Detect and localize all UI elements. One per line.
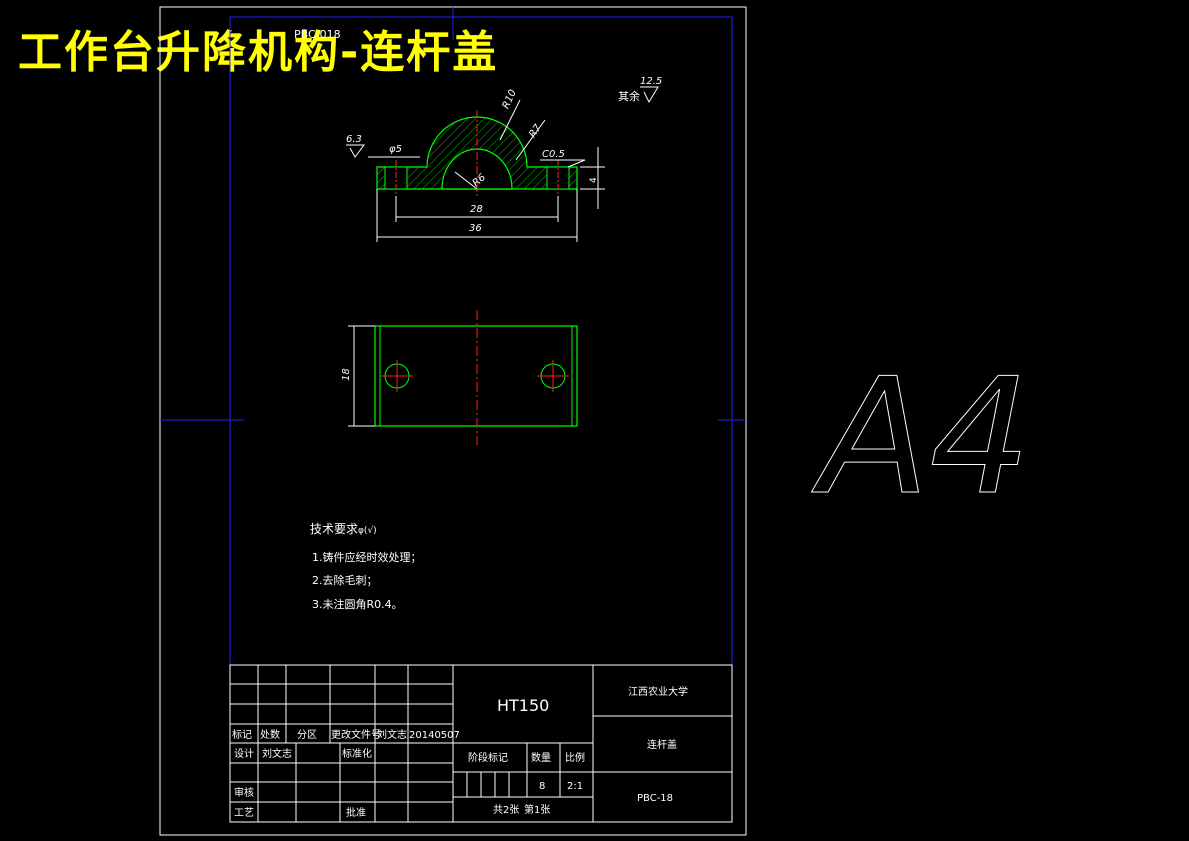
drawing-title-banner: 工作台升降机构-连杆盖 bbox=[18, 27, 499, 78]
tech-req-heading: 技术要求 bbox=[310, 522, 358, 536]
dim-thickness: 4 bbox=[589, 177, 599, 183]
quantity-label: 数量 bbox=[531, 751, 551, 764]
front-section-view: 6.3 φ5 R10 R7 R6 C0.5 4 28 36 bbox=[346, 88, 605, 242]
leader-chamfer bbox=[567, 159, 586, 168]
sheet-total: 共2张 bbox=[493, 804, 519, 816]
rev-col-zone: 分区 bbox=[297, 729, 317, 741]
material-label: HT150 bbox=[497, 696, 549, 715]
leader-r10 bbox=[499, 99, 521, 141]
rev-col-signer: 刘文志 bbox=[377, 728, 407, 741]
roughness-local-value: 6.3 bbox=[346, 134, 362, 145]
top-view: 18 bbox=[341, 310, 578, 445]
dim-overall-length: 36 bbox=[469, 223, 482, 234]
roughness-general-value: 12.5 bbox=[640, 76, 662, 87]
designer-name: 刘文志 bbox=[262, 747, 292, 760]
check-label: 审核 bbox=[234, 786, 254, 799]
sheet-code-top: PBC-018 bbox=[294, 28, 341, 41]
standardize-label: 标准化 bbox=[342, 747, 372, 760]
drawing-number: PBC-18 bbox=[637, 793, 673, 804]
sheet-number: 第1张 bbox=[524, 803, 550, 816]
tech-req-item: 1.铸件应经时效处理； bbox=[312, 550, 422, 564]
scale-label: 比例 bbox=[565, 751, 585, 764]
top-view-outline bbox=[374, 325, 578, 427]
leader-r6 bbox=[454, 171, 478, 190]
part-name: 连杆盖 bbox=[647, 738, 677, 751]
tech-req-item: 2.去除毛刺； bbox=[312, 573, 378, 587]
stage-mark-label: 阶段标记 bbox=[468, 751, 508, 764]
school-name: 江西农业大学 bbox=[628, 685, 688, 698]
roughness-local-symbol bbox=[346, 144, 365, 158]
rev-col-count: 处数 bbox=[260, 728, 280, 741]
rev-col-docno: 更改文件号 bbox=[331, 728, 381, 741]
approve-label: 批准 bbox=[346, 806, 366, 819]
roughness-general-label: 其余 bbox=[618, 89, 640, 103]
sheet-size-label: A4 bbox=[811, 343, 1031, 530]
quantity-value: 8 bbox=[539, 781, 545, 792]
rev-col-mark: 标记 bbox=[232, 729, 252, 741]
roughness-general-symbol bbox=[640, 86, 659, 104]
leader-r7 bbox=[515, 119, 546, 161]
dim-chamfer: C0.5 bbox=[542, 149, 565, 160]
rev-col-date: 20140507 bbox=[409, 730, 460, 741]
title-block bbox=[229, 664, 733, 823]
process-label: 工艺 bbox=[234, 807, 254, 819]
dim-hole-dia: φ5 bbox=[389, 144, 402, 155]
dim-width: 18 bbox=[341, 368, 352, 381]
scale-value: 2:1 bbox=[567, 781, 583, 792]
tech-req-item: 3.未注圆角R0.4。 bbox=[312, 597, 403, 611]
tech-req-symbol: φ(√) bbox=[358, 525, 377, 536]
dim-hole-spacing: 28 bbox=[470, 204, 483, 215]
design-label: 设计 bbox=[234, 747, 254, 760]
